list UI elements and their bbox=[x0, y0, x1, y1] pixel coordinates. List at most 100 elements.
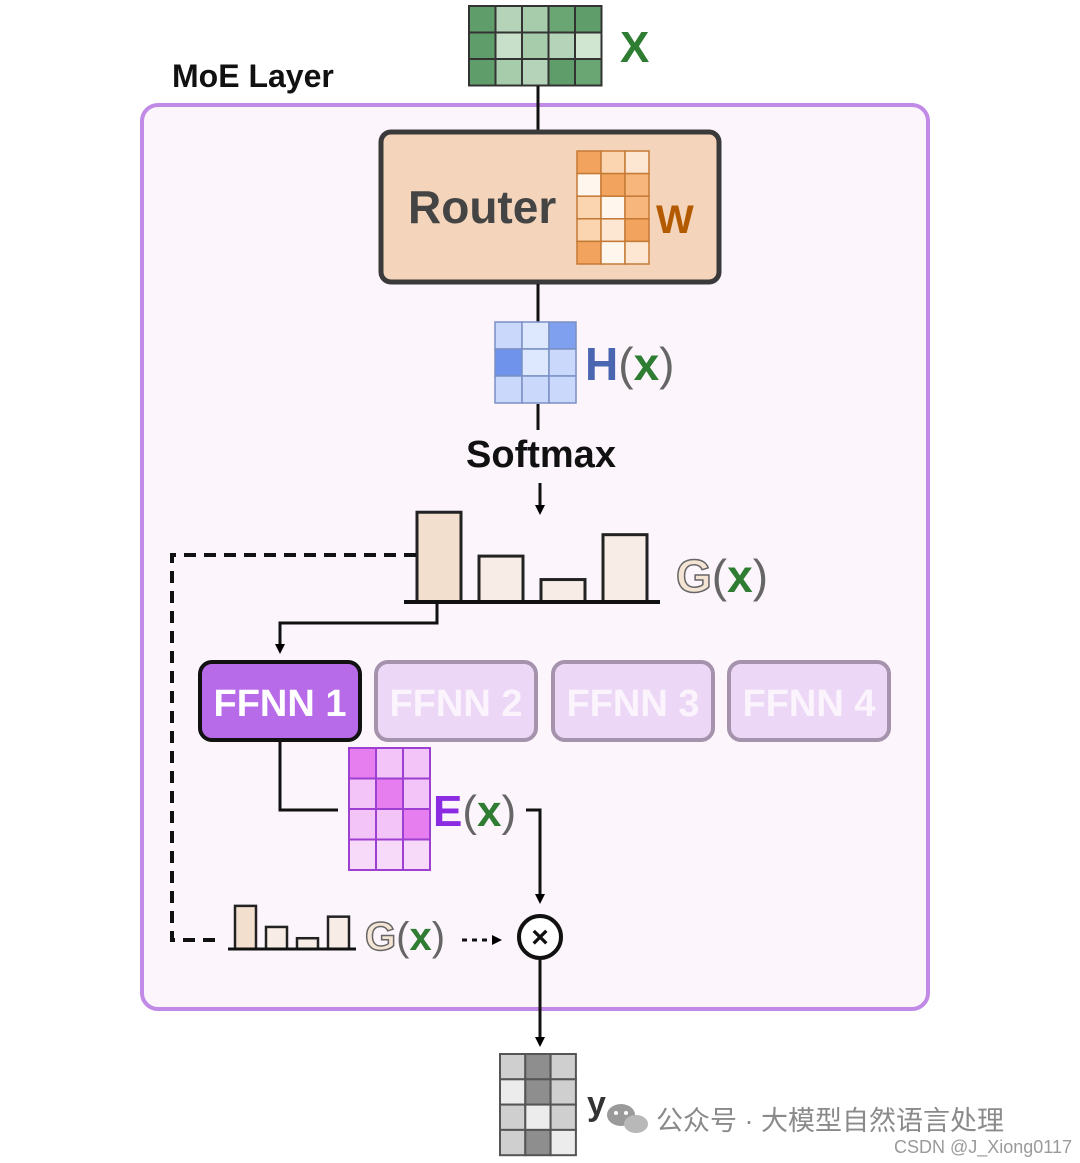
g-small-paren-close: ) bbox=[432, 915, 445, 959]
e-label: E bbox=[433, 787, 462, 836]
router-weight-label: W bbox=[656, 198, 694, 242]
expert-ffnn-3[interactable]: FFNN 3 bbox=[551, 660, 715, 742]
router-weight-matrix bbox=[576, 150, 650, 265]
gate-to-ffnn1-route bbox=[275, 602, 439, 654]
output-y-cell bbox=[549, 1128, 577, 1157]
multiply-circle bbox=[517, 914, 563, 960]
multiply-symbol: × bbox=[531, 921, 549, 954]
input-x-cell bbox=[521, 5, 550, 34]
expert-output-cell bbox=[402, 838, 431, 871]
output-y-cell bbox=[549, 1103, 577, 1131]
output-y-cell bbox=[499, 1103, 527, 1131]
hidden-h-cell bbox=[494, 375, 523, 404]
g-small-var: x bbox=[409, 915, 431, 959]
expert-ffnn-1-label: FFNN 1 bbox=[214, 683, 347, 725]
router-label: Router bbox=[408, 181, 556, 233]
expert-ffnn-3-label: FFNN 3 bbox=[567, 683, 700, 725]
expert-ffnn-4[interactable]: FFNN 4 bbox=[727, 660, 891, 742]
h-of-x-label: H(x) bbox=[585, 338, 674, 390]
output-y-cell bbox=[549, 1053, 577, 1081]
expert-output-cell bbox=[375, 808, 404, 841]
moe-layer-title: MoE Layer bbox=[172, 58, 334, 94]
input-x-cell bbox=[468, 5, 497, 34]
g-paren-open: ( bbox=[712, 550, 728, 602]
expert-output-cell bbox=[348, 747, 377, 780]
output-y-cell bbox=[524, 1078, 552, 1106]
router-weight-cell bbox=[576, 150, 602, 175]
router-weight-cell bbox=[600, 195, 626, 220]
gate-small-bar-4 bbox=[326, 915, 351, 951]
g-of-x-label: G(x) bbox=[676, 550, 768, 602]
watermark-channel: 公众号 · 大模型自然语言处理 bbox=[656, 1106, 1004, 1136]
input-x-label: X bbox=[620, 23, 649, 72]
ffnn1-to-expert-output-connector bbox=[278, 742, 338, 812]
gate-distribution-chart bbox=[415, 510, 649, 604]
moe-layer-box bbox=[140, 103, 930, 1011]
output-y-cell bbox=[549, 1078, 577, 1106]
gate-bar-1 bbox=[415, 510, 463, 604]
g-small-label: G bbox=[365, 915, 396, 959]
output-y-cell bbox=[499, 1053, 527, 1081]
h-paren-open: ( bbox=[618, 338, 634, 390]
softmax-label: Softmax bbox=[466, 434, 616, 476]
expert-ffnn-2[interactable]: FFNN 2 bbox=[374, 660, 538, 742]
input-x-cell bbox=[494, 31, 523, 60]
gate-small-bar-2 bbox=[264, 925, 289, 951]
g-var: x bbox=[727, 550, 753, 602]
input-x-cell bbox=[547, 5, 576, 34]
input-x-cell bbox=[574, 31, 603, 60]
expert-output-cell bbox=[348, 777, 377, 810]
hidden-h-cell bbox=[521, 321, 550, 350]
router-weight-cell bbox=[600, 172, 626, 197]
gate-bar-4 bbox=[601, 533, 649, 604]
router-weight-cell bbox=[624, 172, 650, 197]
input-x-cell bbox=[494, 5, 523, 34]
h-label: H bbox=[585, 338, 618, 390]
router-weight-cell bbox=[600, 218, 626, 243]
input-x-cell bbox=[521, 58, 550, 87]
hidden-h-cell bbox=[548, 375, 577, 404]
output-y-cell bbox=[499, 1078, 527, 1106]
router-weight-cell bbox=[576, 240, 602, 265]
g-small-paren-open: ( bbox=[396, 915, 410, 959]
hidden-h-cell bbox=[494, 348, 523, 377]
input-x-cell bbox=[521, 31, 550, 60]
hidden-h-cell bbox=[521, 348, 550, 377]
router-weight-cell bbox=[576, 172, 602, 197]
output-y-cell bbox=[499, 1128, 527, 1157]
hidden-h-cell bbox=[494, 321, 523, 350]
expert-output-to-multiply-arrow bbox=[526, 808, 545, 904]
wechat-watermark: 公众号 · 大模型自然语言处理 bbox=[607, 1104, 1004, 1136]
e-of-x-label: E(x) bbox=[433, 787, 516, 836]
e-paren-open: ( bbox=[462, 787, 477, 836]
input-x-cell bbox=[574, 58, 603, 87]
wechat-icon bbox=[607, 1104, 648, 1133]
router-weight-cell bbox=[600, 150, 626, 175]
expert-ffnn-1[interactable]: FFNN 1 bbox=[198, 660, 362, 742]
input-x-cell bbox=[494, 58, 523, 87]
gate-bar-2 bbox=[477, 554, 525, 604]
hidden-h-cell bbox=[521, 375, 550, 404]
expert-output-cell bbox=[348, 808, 377, 841]
gate-bar-3 bbox=[539, 578, 587, 604]
hidden-h-cell bbox=[548, 348, 577, 377]
input-x-cell bbox=[547, 31, 576, 60]
gate-small-bar-1 bbox=[233, 904, 258, 951]
input-x-cell bbox=[468, 31, 497, 60]
expert-ffnn-4-label: FFNN 4 bbox=[743, 683, 876, 725]
gate-dashed-route bbox=[170, 553, 416, 942]
router-weight-cell bbox=[600, 240, 626, 265]
e-paren-close: ) bbox=[502, 787, 517, 836]
hidden-h-matrix bbox=[494, 321, 577, 404]
router-weight-cell bbox=[576, 195, 602, 220]
hidden-h-cell bbox=[548, 321, 577, 350]
router-weight-cell bbox=[624, 218, 650, 243]
input-x-cell bbox=[574, 5, 603, 34]
router-weight-cell bbox=[624, 195, 650, 220]
expert-output-cell bbox=[402, 777, 431, 810]
expert-output-cell bbox=[375, 747, 404, 780]
expert-output-cell bbox=[375, 838, 404, 871]
experts-row: FFNN 1 FFNN 2 FFNN 3 FFNN 4 bbox=[198, 660, 891, 742]
h-var: x bbox=[634, 338, 660, 390]
